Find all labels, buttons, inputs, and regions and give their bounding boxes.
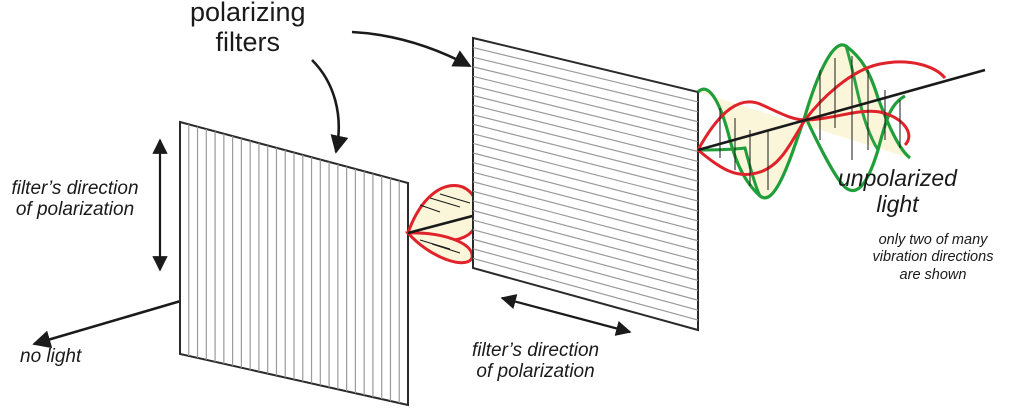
filter-slit bbox=[472, 114, 699, 172]
vertical-polarizing-filter bbox=[179, 120, 409, 407]
filter-slit bbox=[472, 75, 699, 133]
filter-slit bbox=[472, 209, 699, 272]
pointer-arrow-left-filter bbox=[311, 59, 349, 154]
vibration-directions-note: only two of many vibration directions ar… bbox=[872, 232, 994, 283]
filter-slit bbox=[472, 162, 699, 222]
pointer-arrow-right-filter bbox=[351, 30, 472, 68]
filter-slit bbox=[472, 47, 699, 103]
filter-slit bbox=[472, 181, 699, 242]
filter-direction-label-bottom: filter’s direction of polarization bbox=[472, 340, 600, 383]
filter-slit bbox=[472, 56, 699, 113]
horizontal-direction-arrow bbox=[500, 294, 632, 336]
filter-slit bbox=[472, 171, 699, 232]
no-light-label: no light bbox=[20, 346, 82, 367]
filter-slit bbox=[472, 238, 699, 301]
filter-slit bbox=[472, 200, 699, 262]
unpolarized-light-waves bbox=[696, 43, 986, 200]
filter-slit bbox=[472, 85, 699, 143]
unpolarized-light-label: unpolarized light bbox=[838, 165, 957, 217]
filter-slit bbox=[472, 257, 699, 321]
polarizing-filters-label: polarizing filters bbox=[190, 0, 306, 58]
filter-slit bbox=[472, 190, 699, 252]
filter-slit bbox=[472, 66, 699, 123]
filter-direction-label-left: filter’s direction of polarization bbox=[11, 178, 139, 221]
filter-slit bbox=[472, 248, 699, 311]
filter-slit bbox=[472, 219, 699, 281]
filter-slit bbox=[472, 123, 699, 182]
filter-slit bbox=[472, 229, 699, 291]
filter-slit bbox=[472, 133, 699, 192]
filter-slit bbox=[472, 152, 699, 212]
filter-slit bbox=[472, 104, 699, 162]
filter-slit bbox=[472, 94, 699, 153]
filter-slit bbox=[472, 142, 699, 202]
horizontal-polarizing-filter bbox=[472, 36, 699, 332]
